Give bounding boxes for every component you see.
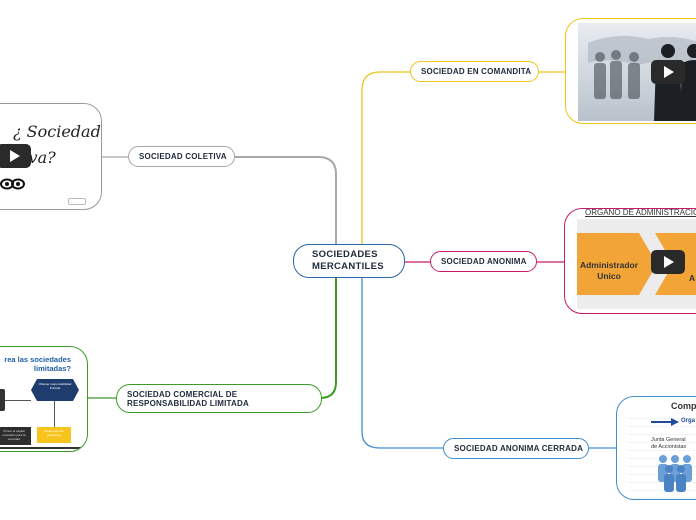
connector-horizontal: [5, 400, 31, 401]
second-box-label: A: [689, 273, 696, 283]
branch-sociedad-en-comandita[interactable]: SOCIEDAD EN COMANDITA: [410, 61, 539, 82]
play-button[interactable]: [651, 60, 685, 84]
arrow-right-icon: [651, 418, 679, 426]
cerrada-text-line1: Junta General: [651, 437, 686, 443]
connector-comandita: [361, 71, 410, 264]
branch-sociedad-coletiva[interactable]: SOCIEDAD COLETIVA: [128, 146, 235, 167]
branch-label: SOCIEDAD ANONIMA: [441, 257, 527, 266]
hexagon-shape: [31, 379, 79, 401]
dark-box-text: Ponen el capital necesario para la socie…: [2, 429, 26, 441]
play-button[interactable]: [0, 144, 31, 168]
branch-label-line2: RESPONSABILIDAD LIMITADA: [127, 398, 249, 408]
branch-label-line1: SOCIEDAD COMERCIAL DE: [127, 389, 238, 399]
limitada-title-line1: rea las sociedades: [4, 355, 71, 364]
dark-box: [0, 389, 5, 411]
branch-label: SOCIEDAD ANONIMA CERRADA: [454, 444, 584, 453]
central-topic[interactable]: SOCIEDADES MERCANTILES: [293, 244, 405, 278]
coletiva-video-card[interactable]: ¿ Sociedad tiva?: [0, 103, 102, 210]
yellow-box-text: Proteccion con patrimonio: [44, 429, 64, 437]
connector-coletiva: [235, 156, 337, 263]
comandita-video-card[interactable]: [565, 18, 696, 124]
people-silhouettes: [588, 35, 696, 121]
business-people-image: [578, 23, 696, 121]
yellow-box: [37, 427, 71, 443]
cerrada-title: Comp: [671, 401, 696, 411]
coletiva-card-line1: ¿ Sociedad: [13, 122, 101, 141]
limitada-title-line2: limitadas?: [33, 364, 71, 373]
anonima-card-header: ORGANO DE ADMINISTRACION: [585, 208, 696, 217]
anonima-slide: Administrador Unico A: [577, 219, 696, 309]
branch-sociedad-anonima[interactable]: SOCIEDAD ANONIMA: [430, 251, 537, 272]
central-topic-line1: SOCIEDADES: [312, 249, 378, 260]
connector-anonima-cerrada: [361, 264, 443, 449]
hexagon-text: Obtener responsabilidad limitada: [38, 382, 72, 390]
limitada-infographic-card[interactable]: rea las sociedades limitadas? Obtener re…: [0, 346, 88, 452]
branch-sociedad-anonima-cerrada[interactable]: SOCIEDAD ANONIMA CERRADA: [443, 438, 589, 459]
connector-limitada: [319, 262, 337, 399]
anonima-video-card[interactable]: ORGANO DE ADMINISTRACION Administrador U…: [564, 208, 696, 314]
administrador-label-line1: Administrador: [579, 260, 639, 270]
branch-label: SOCIEDAD COLETIVA: [139, 152, 227, 161]
branch-label: SOCIEDAD EN COMANDITA: [421, 67, 532, 76]
branch-sociedad-responsabilidad-limitada[interactable]: SOCIEDAD COMERCIAL DE RESPONSABILIDAD LI…: [116, 384, 322, 413]
dark-text-box: [0, 427, 31, 445]
glasses-icon: [0, 178, 25, 190]
people-group-icon: [658, 455, 692, 492]
cc-icon: [68, 198, 86, 205]
administrador-label-line2: Unico: [597, 271, 621, 281]
connector-vertical: [54, 401, 55, 427]
cerrada-infographic-card[interactable]: Comp Orga Junta General de Accionistas: [616, 396, 696, 500]
bottom-rule: [0, 447, 87, 449]
central-topic-line2: MERCANTILES: [312, 261, 384, 272]
cerrada-text-line2: de Accionistas: [651, 444, 687, 450]
play-button[interactable]: [651, 250, 685, 274]
cerrada-subtitle: Orga: [681, 418, 696, 424]
